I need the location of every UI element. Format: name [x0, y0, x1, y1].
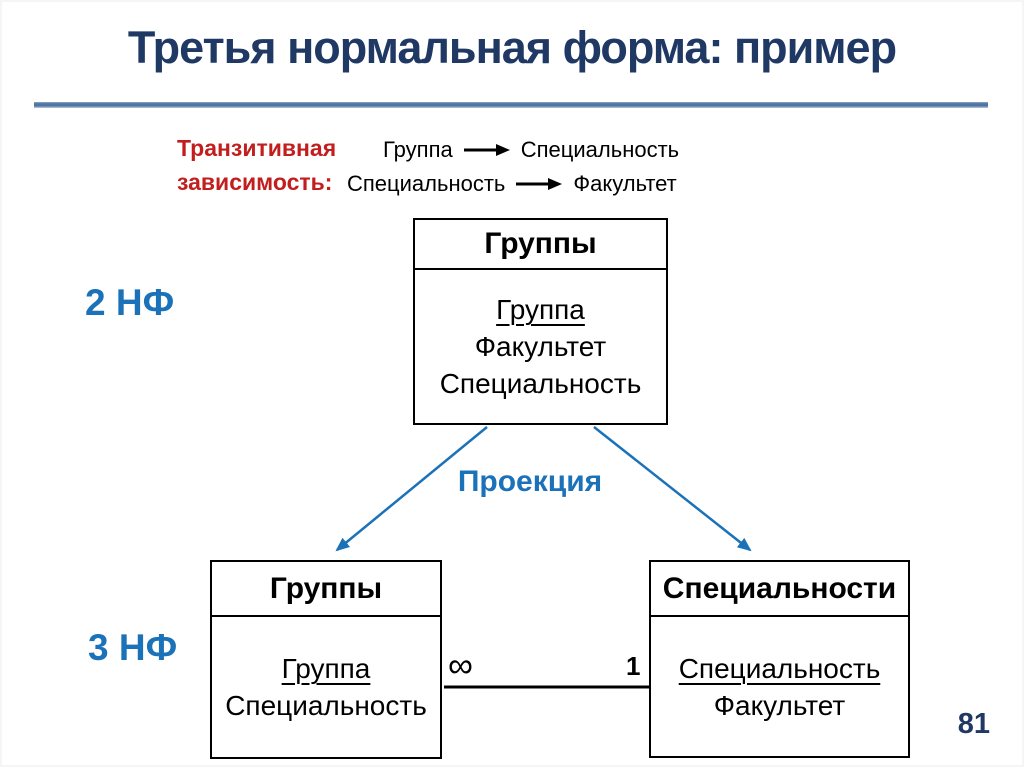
- dep-label-line1: Транзитивная: [177, 135, 337, 161]
- right-arrow-icon: [516, 178, 563, 190]
- table-title: Группы: [212, 562, 440, 617]
- page-title: Третья нормальная форма: пример: [127, 22, 897, 73]
- table-groups-2nf: Группы Группа Факультет Специальность: [413, 218, 668, 425]
- field: Факультет: [713, 689, 846, 721]
- table-fields: Группа Факультет Специальность: [415, 270, 666, 423]
- table-title: Группы: [415, 220, 666, 270]
- field-key: Специальность: [678, 652, 881, 684]
- dependency-from: Специальность: [347, 171, 506, 196]
- table-fields: Специальность Факультет: [651, 617, 908, 756]
- table-title: Специальности: [651, 562, 908, 617]
- table-specialties-3nf: Специальности Специальность Факультет: [649, 560, 910, 758]
- field: Факультет: [474, 331, 607, 362]
- field: Специальность: [225, 690, 427, 721]
- transitive-dependency-label: Транзитивная зависимость:: [177, 131, 336, 199]
- dep-label-line2: зависимость:: [177, 169, 333, 195]
- dependency-from: Группа: [383, 137, 453, 162]
- page-number: 81: [957, 708, 990, 740]
- projection-label: Проекция: [457, 465, 603, 498]
- right-arrow-icon: [463, 144, 510, 156]
- field: Специальность: [439, 368, 642, 399]
- title-divider: [34, 102, 988, 108]
- nf2-label: 2 НФ: [85, 282, 175, 323]
- many-cardinality-label: ∞: [448, 646, 473, 685]
- dependency-to: Специальность: [520, 137, 680, 162]
- table-fields: Группа Специальность: [212, 617, 440, 757]
- dependency-row-1: Группа Специальность: [383, 137, 679, 163]
- dependency-row-2: Специальность Факультет: [347, 171, 677, 197]
- field-key: Группа: [281, 653, 371, 684]
- nf3-label: 3 НФ: [88, 627, 178, 668]
- table-groups-3nf: Группы Группа Специальность: [210, 560, 442, 759]
- one-cardinality-label: 1: [626, 651, 641, 681]
- dependency-to: Факультет: [573, 171, 677, 196]
- field-key: Группа: [496, 294, 585, 325]
